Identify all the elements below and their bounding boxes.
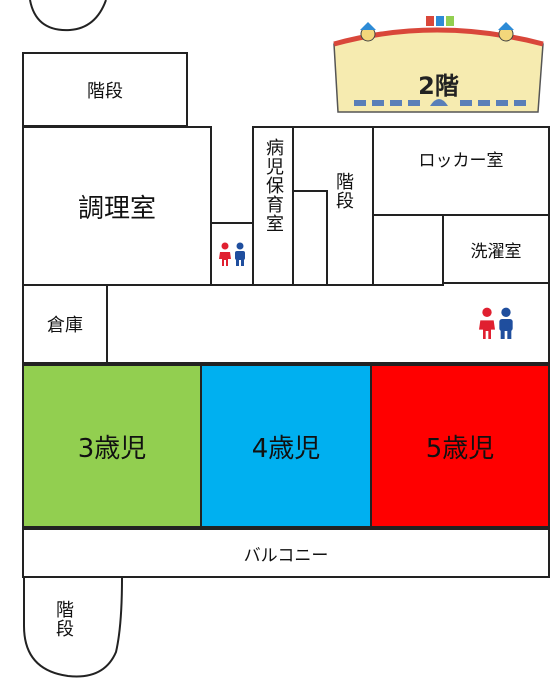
locker-room-label: ロッカー室 — [418, 151, 504, 171]
stair-curve-top — [29, 0, 107, 32]
stairs-bottom-label: 階段 — [53, 600, 74, 638]
hallway — [106, 284, 444, 364]
classroom-5-label: 5歳児 — [425, 433, 495, 464]
balcony: バルコニー — [22, 528, 550, 578]
restroom-left — [210, 222, 254, 286]
restroom-icon — [478, 306, 514, 340]
storage-label: 倉庫 — [47, 315, 83, 336]
restroom-icon — [218, 242, 246, 266]
balcony-label: バルコニー — [243, 545, 329, 566]
classroom-5: 5歳児 — [370, 364, 550, 528]
classroom-3: 3歳児 — [22, 364, 202, 528]
stair-curve-bottom — [23, 577, 123, 678]
stairs-center-label: 階段 — [333, 172, 354, 210]
floor-label: 2階 — [418, 72, 459, 100]
building-sign-icon — [333, 16, 544, 113]
floor-sign: 2階 — [326, 14, 551, 114]
kitchen-label: 調理室 — [77, 193, 156, 224]
laundry-room: 洗濯室 — [442, 214, 550, 284]
classroom-4: 4歳児 — [200, 364, 372, 528]
laundry-room-label: 洗濯室 — [470, 241, 522, 262]
stairs-center-step — [292, 190, 328, 286]
classroom-3-label: 3歳児 — [77, 433, 147, 464]
stairs-top-left: 階段 — [22, 52, 188, 127]
classroom-4-label: 4歳児 — [251, 433, 321, 464]
kitchen-room: 調理室 — [22, 126, 212, 286]
restroom-right — [442, 282, 550, 364]
locker-room: ロッカー室 — [372, 126, 550, 216]
stairs-top-left-label: 階段 — [87, 80, 123, 102]
sick-child-room-label: 病児保育室 — [263, 138, 284, 233]
storage-room: 倉庫 — [22, 284, 108, 364]
sick-child-room: 病児保育室 — [252, 126, 294, 286]
